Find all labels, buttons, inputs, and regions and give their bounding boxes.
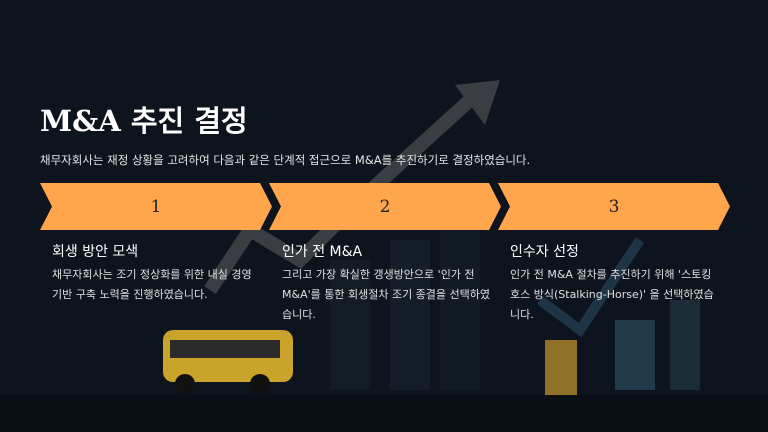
step-chevron-2: 2 [269, 183, 501, 230]
step-title-3: 인수자 선정 [510, 244, 579, 260]
step-title-1: 회생 방안 모색 [52, 244, 139, 260]
step-chevron-3: 3 [498, 183, 730, 230]
step-desc-3: 인가 전 M&A 절차를 추진하기 위해 '스토킹 호스 방식(Stalking… [510, 268, 714, 321]
step-chevron-1: 1 [40, 183, 272, 230]
step-desc-2: 그리고 가장 확실한 갱생방안으로 '인가 전 M&A'를 통한 회생절차 조기… [282, 268, 491, 321]
step-title-2: 인가 전 M&A [282, 244, 363, 260]
step-desc-1: 채무자회사는 조기 정상화를 위한 내실 경영 기반 구축 노력을 진행하였습니… [52, 268, 252, 301]
page-subtitle: 채무자회사는 재정 상황을 고려하여 다음과 같은 단계적 접근으로 M&A를 … [40, 153, 531, 167]
page-title: M&A 추진 결정 [40, 104, 248, 138]
